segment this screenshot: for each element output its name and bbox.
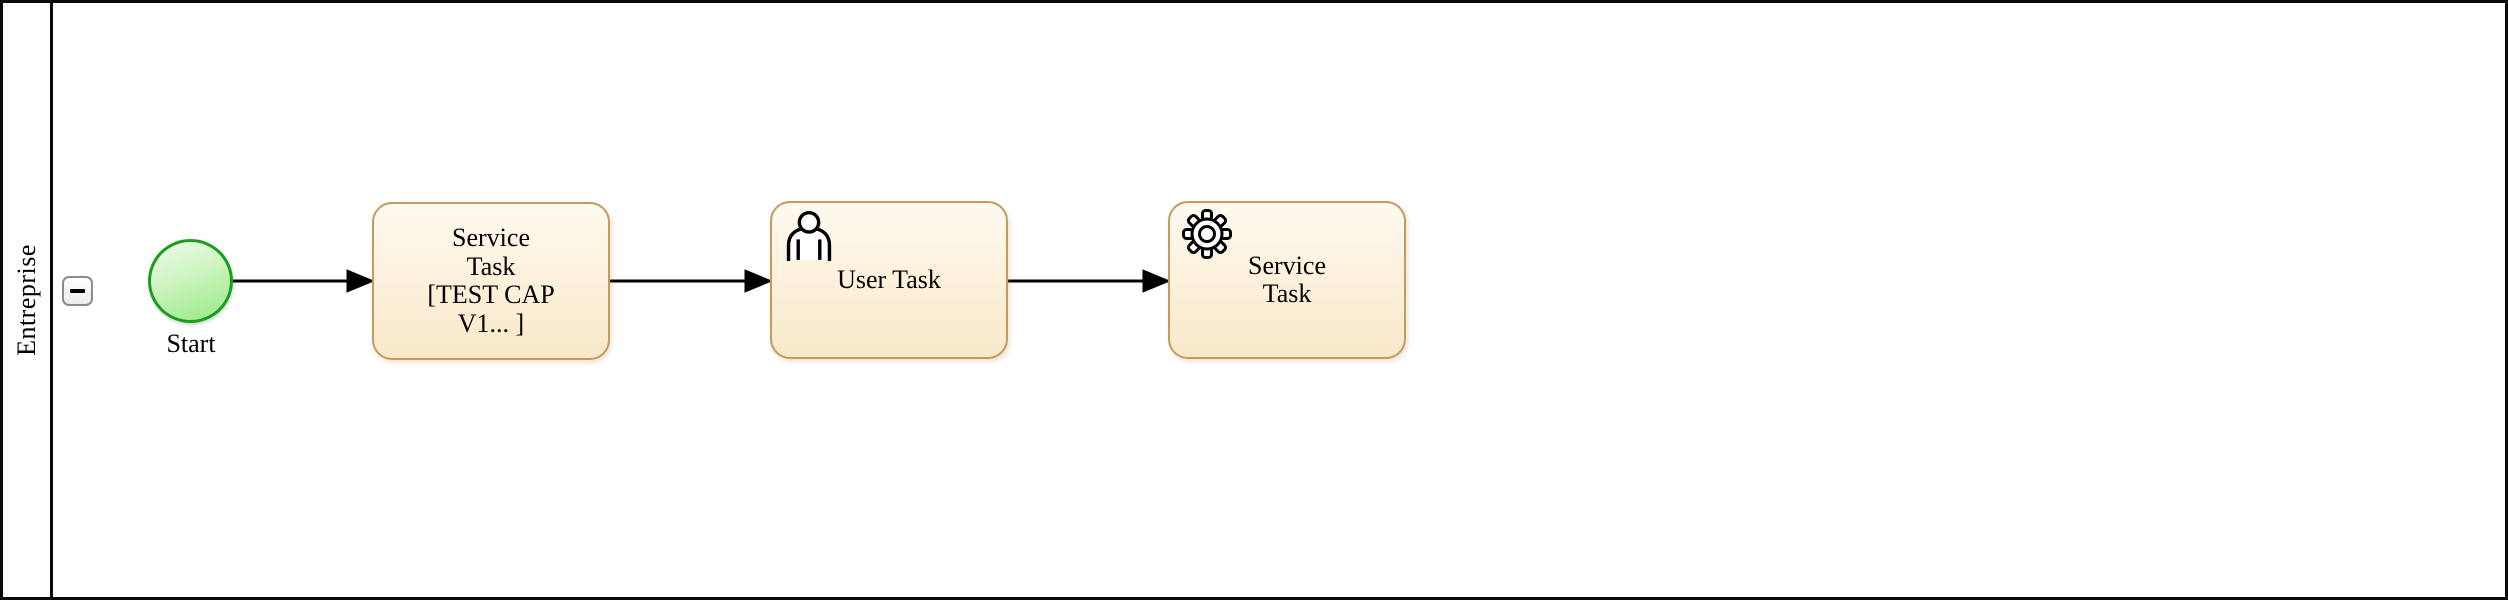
task-label: Service Task: [1248, 250, 1326, 309]
task-service-2[interactable]: Service Task: [1168, 201, 1406, 359]
task-label-line: Task: [466, 251, 516, 281]
lane-collapse-button[interactable]: [62, 276, 93, 306]
sequence-flow: [1008, 269, 1171, 293]
task-label: Service Task [TEST CAP V1... ]: [427, 223, 555, 338]
task-label-line: Service: [452, 223, 530, 252]
task-label-line: [TEST CAP: [427, 280, 555, 309]
task-label-line: Task: [1262, 279, 1312, 308]
user-icon: [786, 211, 832, 261]
task-label: User Task: [837, 264, 941, 294]
sequence-flow: [233, 269, 375, 293]
lane-title: Entreprise: [11, 244, 41, 356]
lane-header: Entreprise: [3, 3, 50, 597]
task-service-1[interactable]: Service Task [TEST CAP V1... ]: [372, 202, 610, 360]
minus-icon: [70, 289, 85, 293]
task-user[interactable]: User Task: [770, 201, 1008, 359]
task-label-line: V1... ]: [457, 308, 525, 338]
task-label-line: Service: [1248, 250, 1326, 280]
lane-separator: [50, 3, 53, 597]
sequence-flow: [610, 269, 773, 293]
gear-icon: [1182, 209, 1232, 259]
start-event-label: Start: [166, 329, 216, 358]
start-event[interactable]: [148, 239, 233, 323]
